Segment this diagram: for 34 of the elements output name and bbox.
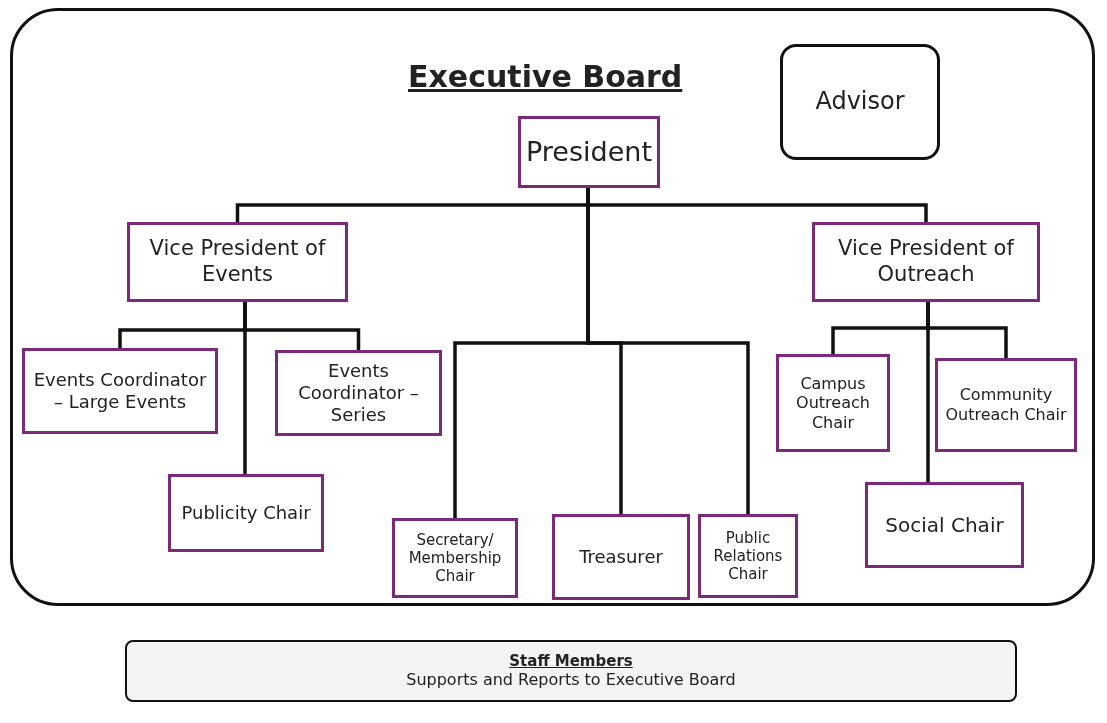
position-title: Community Outreach Chair <box>944 385 1068 425</box>
staff-box <box>125 640 1017 702</box>
position-box <box>392 518 518 598</box>
position-title: Events Coordinator – Series <box>297 360 420 426</box>
position-title: President <box>525 135 653 169</box>
board-title: Executive Board <box>408 59 683 96</box>
position-title: Events Coordinator – Large Events <box>32 369 208 413</box>
position-box <box>698 514 798 598</box>
position-box <box>275 350 442 436</box>
position-box <box>865 482 1024 568</box>
position-title: Vice President of Outreach <box>837 236 1016 288</box>
board-container <box>10 8 1095 606</box>
position-box <box>518 116 660 188</box>
position-box <box>22 348 218 434</box>
position-box <box>812 222 1040 302</box>
position-box <box>552 514 690 600</box>
staff-heading: Staff Members <box>508 652 634 671</box>
position-title: Vice President of Events <box>148 236 327 288</box>
position-box <box>935 358 1077 452</box>
connector-line <box>586 188 750 514</box>
position-title: Public Relations Chair <box>712 528 784 584</box>
position-title: Social Chair <box>884 512 1005 538</box>
connector-line <box>243 302 247 474</box>
position-title: Publicity Chair <box>180 502 312 524</box>
position-box <box>127 222 348 302</box>
position-title: Secretary/ Membership Chair <box>407 530 503 586</box>
staff-description: Supports and Reports to Executive Board <box>405 670 737 690</box>
position-title: Campus Outreach Chair <box>795 373 871 433</box>
position-title: Advisor <box>814 87 906 117</box>
position-title: Treasurer <box>578 546 664 568</box>
advisor-box <box>780 44 940 160</box>
position-box <box>776 354 890 452</box>
position-box <box>168 474 324 552</box>
connector-line <box>926 302 930 482</box>
